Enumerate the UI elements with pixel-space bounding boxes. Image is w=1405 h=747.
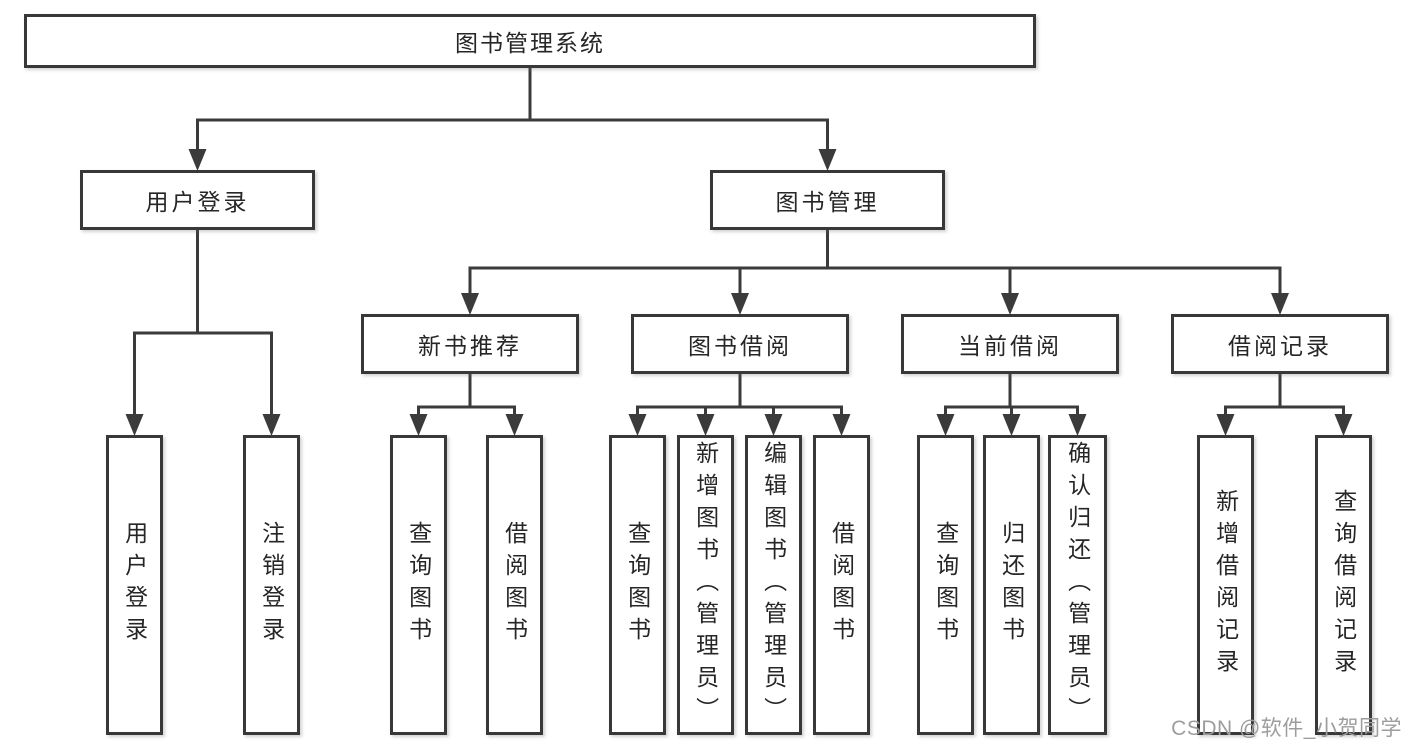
node-current-query-books: 查询图书 <box>917 435 974 735</box>
node-borrowing-add-books-admin: 新增图书（管理员） <box>677 435 734 735</box>
arrowhead-icon <box>461 293 479 315</box>
node-logout-action: 注销登录 <box>243 435 300 735</box>
node-label: 图书管理系统 <box>455 30 605 56</box>
arrowhead-icon <box>1001 293 1019 315</box>
arrowhead-icon <box>832 414 851 436</box>
node-current-return-books: 归还图书 <box>983 435 1040 735</box>
node-label: 查询图书 <box>624 521 651 649</box>
arrowhead-icon <box>1002 414 1021 436</box>
arrowhead-icon <box>1216 414 1235 436</box>
arrowhead-icon <box>628 414 647 436</box>
arrowhead-icon <box>1334 414 1353 436</box>
node-label: 借阅图书 <box>828 521 855 649</box>
node-label: 新增图书（管理员） <box>692 441 719 729</box>
node-borrowing-edit-books-admin: 编辑图书（管理员） <box>745 435 802 735</box>
node-borrowing-query-books: 查询图书 <box>609 435 666 735</box>
node-label: 用户登录 <box>145 189 250 215</box>
node-label: 编辑图书（管理员） <box>760 441 787 729</box>
node-current-confirm-return-admin: 确认归还（管理员） <box>1048 435 1107 735</box>
arrowhead-icon <box>764 414 783 436</box>
node-book-management: 图书管理 <box>710 170 945 230</box>
arrowhead-icon <box>1271 293 1289 315</box>
node-label: 归还图书 <box>998 521 1025 649</box>
node-label: 新增借阅记录 <box>1212 489 1239 681</box>
arrowhead-icon <box>262 414 281 436</box>
node-label: 查询借阅记录 <box>1330 489 1357 681</box>
node-new-book-recommendation: 新书推荐 <box>361 314 579 374</box>
node-label: 借阅图书 <box>501 521 528 649</box>
arrowhead-icon <box>731 293 749 315</box>
node-label: 确认归还（管理员） <box>1064 441 1091 729</box>
arrowhead-icon <box>125 414 144 436</box>
node-label: 查询图书 <box>405 521 432 649</box>
arrowhead-icon <box>409 414 428 436</box>
node-user-login: 用户登录 <box>80 170 315 230</box>
node-label: 查询图书 <box>932 521 959 649</box>
node-book-borrowing: 图书借阅 <box>631 314 849 374</box>
arrowhead-icon <box>188 149 207 171</box>
node-label: 借阅记录 <box>1228 333 1332 359</box>
node-recommend-borrow-books: 借阅图书 <box>486 435 543 735</box>
arrowhead-icon <box>505 414 524 436</box>
node-label: 用户登录 <box>121 521 148 649</box>
arrowhead-icon <box>936 414 955 436</box>
node-root: 图书管理系统 <box>24 14 1036 68</box>
node-label: 当前借阅 <box>958 333 1062 359</box>
node-current-borrowing: 当前借阅 <box>901 314 1119 374</box>
arrowhead-icon <box>696 414 715 436</box>
node-label: 图书管理 <box>775 189 880 215</box>
node-records-add-borrow-record: 新增借阅记录 <box>1197 435 1254 735</box>
arrowhead-icon <box>1068 414 1087 436</box>
node-records-query-borrow-record: 查询借阅记录 <box>1315 435 1372 735</box>
watermark: CSDN @软件_小贺同学 <box>1171 717 1402 740</box>
node-label: 图书借阅 <box>688 333 792 359</box>
node-label: 注销登录 <box>258 521 285 649</box>
node-label: 新书推荐 <box>418 333 522 359</box>
node-recommend-query-books: 查询图书 <box>390 435 447 735</box>
arrowhead-icon <box>818 149 837 171</box>
node-borrowing-borrow-books: 借阅图书 <box>813 435 870 735</box>
node-login-action: 用户登录 <box>106 435 163 735</box>
node-borrowing-records: 借阅记录 <box>1171 314 1389 374</box>
